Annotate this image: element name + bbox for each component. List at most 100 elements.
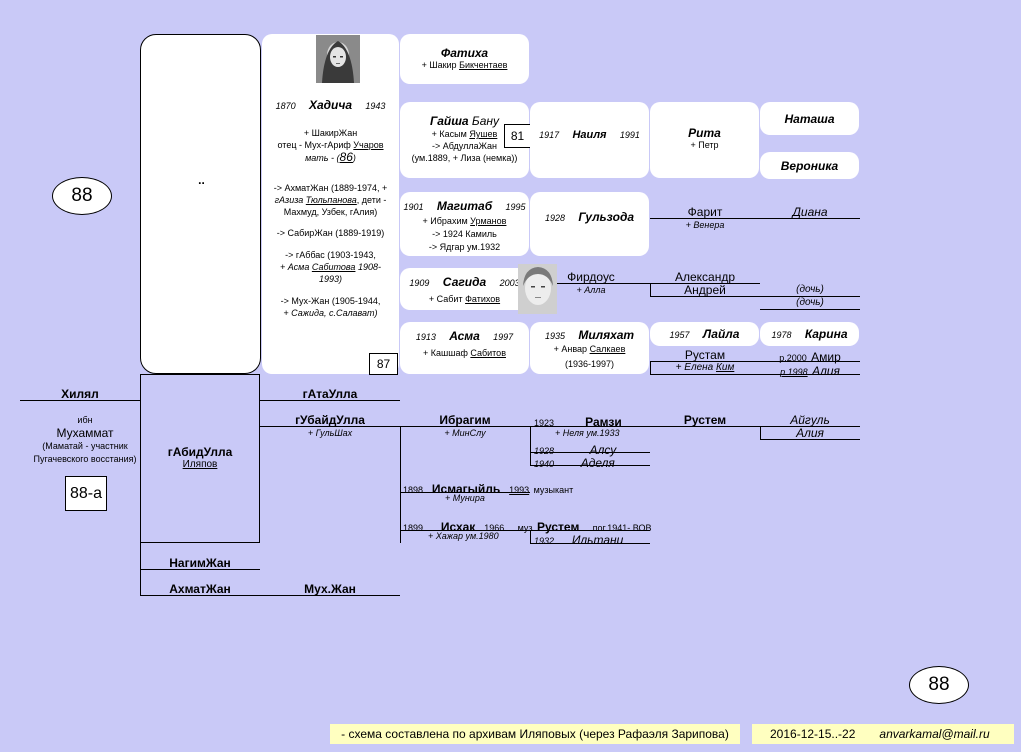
asma-spouse: + Кашшаф Сабитов — [423, 348, 506, 358]
rustam-spouse: + Елена Ким — [675, 362, 735, 373]
sagida-born: 1909 — [409, 278, 430, 288]
veronika-box: Вероника — [760, 152, 859, 179]
fatikha-box: Фатиха + Шакир Бикчентаев — [400, 34, 529, 84]
gubaydulla-spouse: + ГульШах — [307, 428, 353, 438]
karina-born: 1978 — [771, 330, 792, 340]
naila-died: 1991 — [619, 130, 640, 140]
alsu-line — [530, 452, 650, 453]
gaysha-name: Гайша Бану — [430, 114, 499, 128]
milyakhat-box: 1935 Миляхат + Анвар Салкаев (1936-1997) — [530, 322, 649, 374]
footer-email[interactable]: anvarkamal@mail.ru — [879, 727, 990, 741]
gubaydulla-name: гУбайдУлла — [295, 413, 365, 427]
ibragim-name: Ибрагим — [439, 413, 491, 427]
daughter-2-label: (дочь) — [796, 297, 824, 308]
magitab-box: 1901 Магитаб 1995 + Ибрахим Урманов -> 1… — [400, 192, 529, 256]
khadicha-born: 1870 — [275, 101, 296, 111]
natasha-box: Наташа — [760, 102, 859, 135]
khadicha-spouse: + ШакирЖан — [303, 128, 358, 138]
sagida-photo — [518, 264, 557, 314]
ramzi-spouse: + Неля ум.1933 — [555, 428, 620, 438]
rustam-name: Рустам — [684, 348, 726, 362]
ibragim-children-connector — [530, 426, 531, 465]
asma-born: 1913 — [415, 332, 436, 342]
gataulla-line — [260, 400, 400, 401]
ibn-block: ибн Мухаммат (Маматай - участник Пугачев… — [33, 415, 137, 464]
rita-box: Рита + Петр — [650, 102, 759, 178]
gaysha-details: + Касым Яушев -> АбдуллаЖан (ум.1889, + … — [411, 129, 518, 163]
asma-box: 1913 Асма 1997 + Кашшаф Сабитов — [400, 322, 529, 374]
diana-name: Диана — [792, 205, 828, 219]
akhmatzhan-line — [140, 595, 400, 596]
akhmatzhan-name: АхматЖан — [169, 582, 231, 596]
rustam-connector — [650, 361, 651, 374]
layla-born: 1957 — [669, 330, 690, 340]
rustam-bottom-line — [650, 374, 860, 375]
rustem-name: Рустем — [683, 413, 727, 427]
iltani-label: 1932 Ильтани — [534, 533, 624, 547]
sagida-spouse: + Сабит Фатихов — [428, 294, 501, 304]
ref-81-badge[interactable]: 81 — [504, 124, 531, 148]
gubaydulla-children-connector — [400, 426, 401, 543]
magitab-name: Магитаб — [436, 199, 493, 213]
sagida-died: 2003 — [499, 278, 520, 288]
layla-box: 1957 Лайла — [650, 322, 759, 346]
nagimzhan-name: НагимЖан — [169, 556, 231, 570]
gabidulla-surname: Иляпов — [182, 459, 218, 470]
khadicha-box: 1870 Хадича 1943 + ШакирЖан отец - Мух-г… — [262, 34, 399, 374]
fatikha-spouse: + Шакир Бикчентаев — [421, 60, 508, 70]
adelya-label: 1940 Аделя — [534, 456, 615, 470]
footer-note-text: - схема составлена по архивам Иляповых (… — [341, 727, 729, 741]
aleksandr-name: Александр — [674, 270, 736, 284]
iskhak-spouse: + Хажар ум.1980 — [428, 531, 499, 541]
khilyal-line — [20, 400, 140, 401]
alsu-label: 1928 Алсу — [534, 443, 617, 457]
karina-name: Карина — [804, 327, 848, 341]
footer-date: 2016-12-15..-22 — [770, 727, 856, 741]
khilyal-name: Хилял — [61, 387, 99, 401]
ref-87-badge[interactable]: 87 — [369, 353, 398, 375]
gulzoda-born: 1928 — [544, 213, 565, 223]
footer-note: - схема составлена по архивам Иляповых (… — [330, 724, 740, 744]
milyakhat-spouse: + Анвар Салкаев — [553, 344, 626, 354]
aliya2-line — [760, 439, 860, 440]
khadicha-photo — [316, 35, 360, 83]
ramzi-label: 1923 Рамзи — [534, 415, 622, 429]
firdous-name: Фирдоус — [567, 270, 615, 284]
naila-name: Наиля — [572, 129, 607, 141]
khadicha-father: отец - Мух-гАриф Учаров — [277, 140, 384, 150]
karina-box: 1978 Карина — [760, 322, 859, 346]
khadicha-name: Хадича — [308, 98, 353, 112]
ref-88a-badge[interactable]: 88-а — [65, 476, 107, 511]
daughter-2-line — [760, 309, 860, 310]
amir-label: р.2000 Амир — [779, 350, 841, 364]
andrey-connector — [650, 283, 651, 296]
adelya-line — [530, 465, 650, 466]
dots-label: .. — [198, 173, 205, 187]
aygul-name: Айгуль — [790, 413, 830, 427]
natasha-name: Наташа — [784, 112, 835, 126]
naila-box: 1917 Наиля 1991 — [530, 102, 649, 178]
sagida-box: 1909 Сагида 2003 + Сабит Фатихов — [400, 268, 529, 310]
magitab-details: + Ибрахим Урманов -> 1924 Камиль -> Ядга… — [422, 216, 507, 252]
khadicha-mother: мать - (86) — [305, 150, 356, 164]
mukhzhan-name: Мух.Жан — [304, 582, 356, 596]
rustem-line — [650, 426, 860, 427]
portrait-icon — [316, 35, 360, 83]
rustem2-label: Рустем пог.1941- ВОВ — [537, 520, 652, 534]
ref-88-right-oval[interactable]: 88 — [909, 666, 969, 704]
milyakhat-years: (1936-1997) — [564, 359, 615, 369]
rustam-line — [650, 361, 860, 362]
ismagil-spouse: + Мунира — [445, 493, 485, 503]
aliya-label: р.1998 Алия — [780, 364, 840, 378]
ref-88-left-oval[interactable]: 88 — [52, 177, 112, 215]
aliya2-connector — [760, 426, 761, 439]
rita-spouse: + Петр — [690, 140, 719, 150]
andrey-name: Андрей — [684, 283, 726, 297]
daughter-1-label: (дочь) — [796, 284, 824, 295]
khadicha-children: -> АхматЖан (1889-1974, + гАзиза Тюльпан… — [273, 183, 388, 318]
gataulla-name: гАтаУлла — [302, 387, 358, 401]
veronika-name: Вероника — [780, 159, 839, 173]
magitab-died: 1995 — [505, 202, 526, 212]
gubaydulla-line — [260, 426, 660, 427]
iltani-line — [530, 543, 650, 544]
